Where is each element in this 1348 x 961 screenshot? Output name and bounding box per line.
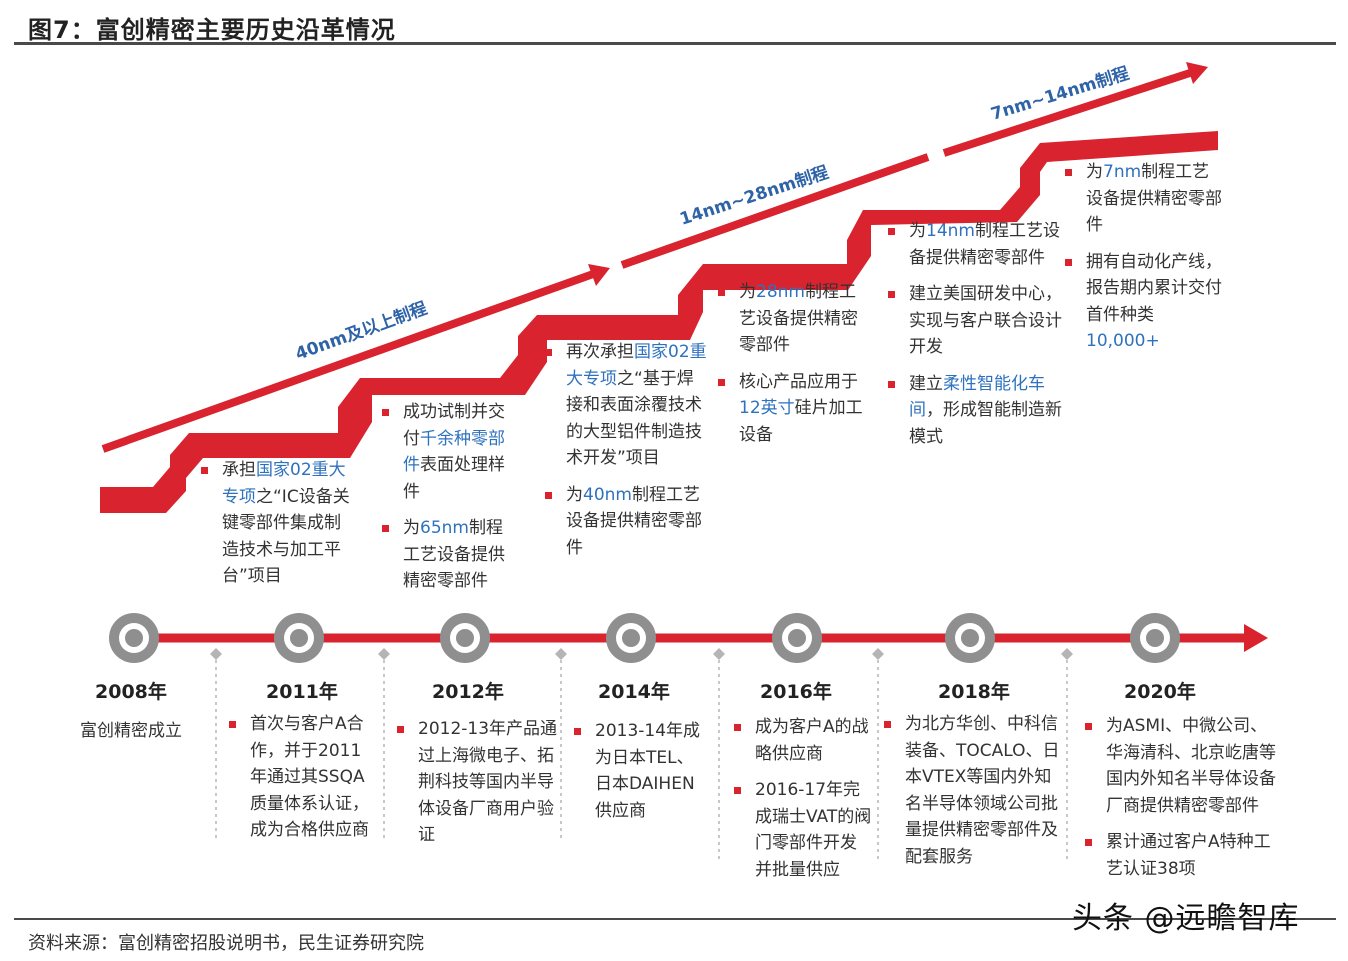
top-divider	[14, 42, 1336, 45]
watermark: 头条 @远瞻智库	[1072, 901, 1300, 936]
step-item: 再次承担国家02重大专项之“基于焊接和表面涂覆技术的大型铝件制造技术开发”项目	[544, 339, 708, 472]
event-item: 为北方华创、中科信装备、TOCALO、日本VTEX等国内外知名半导体领域公司批量…	[883, 711, 1065, 870]
step-text: 制程工艺设备提供精密零部件	[909, 221, 1060, 268]
step-text: 制程工艺设备提供精密零部件	[403, 518, 505, 591]
event-item: 成为客户A的战略供应商	[733, 714, 873, 767]
year-label-2018: 2018年	[938, 681, 1010, 703]
step-item: 建立美国研发中心，实现与客户联合设计开发	[887, 281, 1067, 361]
bottom-divider	[14, 918, 1336, 920]
timeline-node-2008	[109, 613, 159, 663]
step-text: 制程工艺设备提供精密零部件	[739, 282, 858, 355]
step-item: 成功试制并交付千余种零部件表面处理样件	[381, 399, 509, 505]
step-block-3: 再次承担国家02重大专项之“基于焊接和表面涂覆技术的大型铝件制造技术开发”项目 …	[544, 339, 708, 561]
step-text: 为	[403, 518, 420, 538]
step-text: 为	[566, 484, 583, 505]
year-label-2012: 2012年	[432, 681, 504, 703]
step-item: 为14nm制程工艺设备提供精密零部件	[887, 218, 1067, 271]
event-block-2012: 2012-13年产品通过上海微电子、拓荆科技等国内半导体设备厂商用户验证	[396, 716, 560, 849]
source-note: 资料来源：富创精密招股说明书，民生证券研究院	[28, 933, 424, 954]
step-item: 承担国家02重大专项之“IC设备关键零部件集成制造技术与加工平台”项目	[200, 457, 352, 590]
tech-arrow-7nm-14nm	[942, 62, 1208, 157]
event-item: 2016-17年完成瑞士VAT的阀门零部件开发并批量供应	[733, 777, 873, 883]
step-text: 拥有自动化产线，报告期内累计交付首件种类	[1086, 251, 1222, 325]
step-item: 为7nm制程工艺设备提供精密零部件	[1064, 159, 1224, 239]
tech-arrow-40nm	[101, 264, 610, 453]
event-block-2014: 2013-14年成为日本TEL、日本DAIHEN供应商	[573, 718, 707, 824]
step-highlight: 国家02重大专项	[566, 342, 707, 389]
event-block-2008: 富创精密成立	[80, 718, 205, 745]
timeline-node-2014	[606, 613, 656, 663]
step-highlight: 40nm	[583, 484, 632, 505]
timeline-node-2020	[1130, 613, 1180, 663]
step-text: 之“基于焊接和表面涂覆技术的大型铝件制造技术开发”项目	[566, 368, 702, 469]
step-block-6: 为7nm制程工艺设备提供精密零部件 拥有自动化产线，报告期内累计交付首件种类 10…	[1064, 159, 1224, 355]
step-text: 再次承担	[566, 342, 634, 362]
year-label-2016: 2016年	[760, 681, 832, 703]
step-text: 制程工艺设备提供精密零部件	[1086, 162, 1222, 235]
step-text: 表面处理样件	[403, 455, 505, 502]
timeline-separators	[215, 660, 1068, 862]
tech-arrow-14nm-28nm	[620, 153, 930, 269]
event-item: 2012-13年产品通过上海微电子、拓荆科技等国内半导体设备厂商用户验证	[396, 716, 560, 849]
step-text: 为	[1086, 162, 1103, 182]
step-text: 建立	[909, 373, 943, 394]
year-label-2011: 2011年	[266, 681, 338, 703]
step-block-1: 承担国家02重大专项之“IC设备关键零部件集成制造技术与加工平台”项目	[200, 457, 352, 590]
step-item: 核心产品应用于 12英寸硅片加工设备	[717, 369, 865, 449]
event-block-2011: 首次与客户A合作，并于2011年通过其SSQA质量体系认证，成为合格供应商	[228, 711, 370, 844]
step-text: 之“IC设备关键零部件集成制造技术与加工平台”项目	[222, 486, 350, 587]
timeline-node-2016	[772, 613, 822, 663]
event-block-2016: 成为客户A的战略供应商 2016-17年完成瑞士VAT的阀门零部件开发并批量供应	[733, 714, 873, 883]
separator-diamonds	[210, 648, 1073, 660]
figure-title: 图7：富创精密主要历史沿革情况	[28, 16, 396, 44]
step-text: 建立美国研发中心，实现与客户联合设计开发	[909, 284, 1062, 357]
step-text: ，形成智能制造新模式	[909, 400, 1062, 447]
step-block-5: 为14nm制程工艺设备提供精密零部件 建立美国研发中心，实现与客户联合设计开发 …	[887, 218, 1067, 450]
step-text: 成功试制并交付	[403, 402, 505, 449]
step-highlight: 65nm	[420, 518, 469, 538]
step-highlight: 12英寸	[739, 398, 795, 418]
step-text: 制程工艺设备提供精密零部件	[566, 484, 702, 558]
step-text: 为	[739, 282, 756, 302]
step-highlight: 柔性智能化车间	[909, 373, 1045, 421]
event-item: 为ASMI、中微公司、华海清科、北京屹唐等国内外知名半导体设备厂商提供精密零部件	[1084, 713, 1278, 819]
event-text: 富创精密成立	[80, 721, 182, 741]
step-item: 拥有自动化产线，报告期内累计交付首件种类 10,000+	[1064, 249, 1224, 355]
timeline-node-2012	[440, 613, 490, 663]
year-label-2014: 2014年	[598, 681, 670, 703]
event-block-2020: 为ASMI、中微公司、华海清科、北京屹唐等国内外知名半导体设备厂商提供精密零部件…	[1084, 713, 1278, 882]
staircase-shape	[100, 131, 1218, 513]
step-block-4: 为28nm制程工艺设备提供精密零部件 核心产品应用于 12英寸硅片加工设备	[717, 279, 865, 448]
event-item: 累计通过客户A特种工艺认证38项	[1084, 829, 1278, 882]
step-item: 建立柔性智能化车间，形成智能制造新模式	[887, 371, 1067, 451]
year-label-2008: 2008年	[95, 681, 167, 703]
timeline-node-2018	[945, 613, 995, 663]
step-text: 硅片加工设备	[739, 398, 863, 445]
step-highlight: 国家02重大专项	[222, 460, 346, 507]
step-highlight: 千余种零部件	[403, 428, 505, 476]
step-item: 为65nm制程工艺设备提供精密零部件	[381, 515, 509, 595]
step-item: 为28nm制程工艺设备提供精密零部件	[717, 279, 865, 359]
step-highlight: 14nm	[926, 221, 975, 241]
event-block-2018: 为北方华创、中科信装备、TOCALO、日本VTEX等国内外知名半导体领域公司批量…	[883, 711, 1065, 870]
step-text: 承担	[222, 460, 256, 480]
timeline-node-2011	[274, 613, 324, 663]
step-block-2: 成功试制并交付千余种零部件表面处理样件 为65nm制程工艺设备提供精密零部件	[381, 399, 509, 595]
timeline-arrowhead	[1244, 624, 1268, 652]
step-highlight: 28nm	[756, 282, 805, 302]
step-item: 为40nm制程工艺设备提供精密零部件	[544, 482, 708, 562]
year-label-2020: 2020年	[1124, 681, 1196, 703]
step-text: 为	[909, 221, 926, 241]
step-text: 核心产品应用于	[739, 371, 858, 392]
step-highlight: 7nm	[1103, 162, 1142, 182]
event-item: 首次与客户A合作，并于2011年通过其SSQA质量体系认证，成为合格供应商	[228, 711, 370, 844]
event-item: 2013-14年成为日本TEL、日本DAIHEN供应商	[573, 718, 707, 824]
step-highlight: 10,000+	[1086, 331, 1160, 351]
